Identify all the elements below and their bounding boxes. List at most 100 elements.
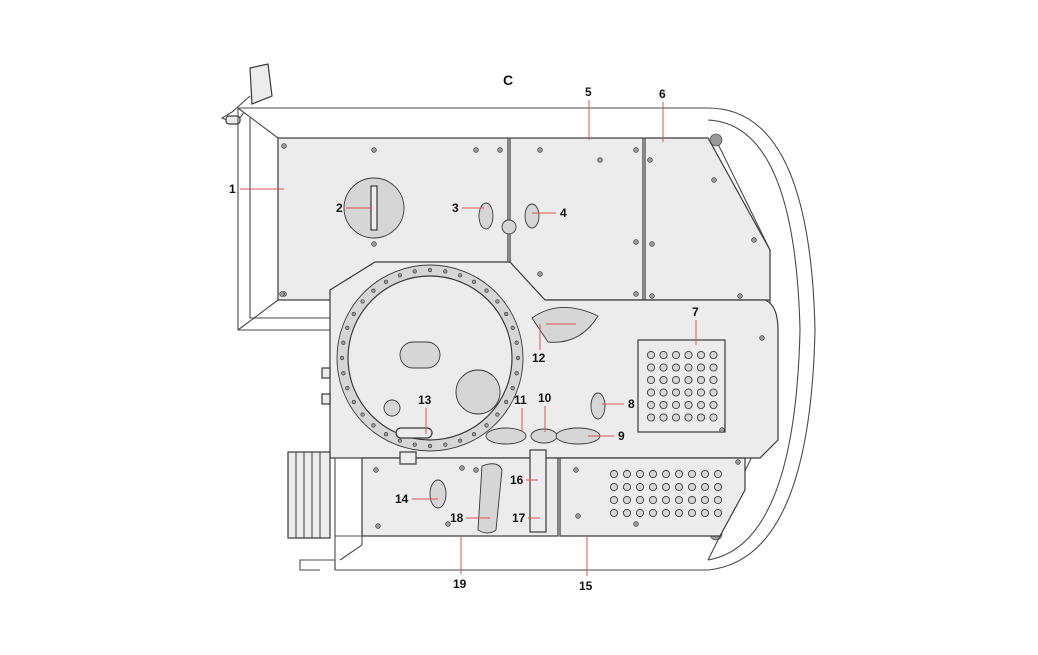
panel-bolt xyxy=(597,157,603,163)
hatch-bolt xyxy=(484,423,489,428)
hatch-bolt xyxy=(341,371,346,376)
grille-hole xyxy=(659,388,668,397)
callout-label-18: 18 xyxy=(450,511,464,525)
hatch-bolt xyxy=(383,432,389,437)
panel-bolt xyxy=(281,143,287,149)
grille-hole xyxy=(635,508,645,518)
grille-hole xyxy=(646,350,656,360)
hatch-bolt xyxy=(484,288,489,293)
grille-hole xyxy=(696,363,706,372)
callout-label-15: 15 xyxy=(579,579,593,593)
grille-hole xyxy=(609,495,619,505)
panel-bolt xyxy=(633,521,639,527)
grille-hole xyxy=(648,495,658,505)
hatch-bolt xyxy=(471,432,477,437)
grille-hole xyxy=(661,495,671,505)
grille-hole xyxy=(709,388,718,397)
hatch-bolt xyxy=(504,399,509,405)
hatch-bolt xyxy=(339,355,345,361)
panel-bolt xyxy=(737,293,743,299)
hatch-bolt xyxy=(351,399,356,405)
panel-bolt xyxy=(649,293,655,299)
callout-label-3: 3 xyxy=(452,201,459,215)
grille-hole xyxy=(648,469,658,479)
grille-hole xyxy=(635,482,645,492)
side-box xyxy=(287,367,331,539)
callout-label-13: 13 xyxy=(418,393,432,407)
hatch-bolt xyxy=(495,412,500,417)
hatch-bolt xyxy=(360,412,365,417)
grille-hole xyxy=(687,495,697,505)
callout-label-14: 14 xyxy=(395,492,409,506)
grille-hole xyxy=(674,469,684,479)
hatch-bolt xyxy=(427,267,433,273)
grille-hole xyxy=(696,350,706,360)
panel-bolt xyxy=(459,465,465,471)
callout-label-5: 5 xyxy=(585,85,592,99)
grille-hole xyxy=(671,375,681,385)
grille-hole xyxy=(687,508,697,518)
hatch-bolt xyxy=(504,311,509,317)
grille-hole xyxy=(700,469,710,479)
hatch-bolt xyxy=(510,325,515,331)
hatch-bolt xyxy=(345,325,350,331)
grille-hole xyxy=(646,375,656,385)
hatch-bolt xyxy=(514,371,519,376)
grille-hole xyxy=(709,375,718,385)
grille-hole xyxy=(622,495,632,505)
hatch-bolt xyxy=(471,279,477,284)
callout-label-4: 4 xyxy=(560,206,567,220)
grille-hole xyxy=(661,508,671,518)
grille-hole xyxy=(696,413,706,422)
hatch-bolt xyxy=(351,311,356,317)
callout-label-6: 6 xyxy=(659,87,666,101)
grille-hole xyxy=(674,482,684,492)
grille-hole xyxy=(696,388,706,397)
panel-bolt xyxy=(575,513,581,519)
panel-bolt xyxy=(711,177,717,183)
grille-hole xyxy=(659,413,668,422)
grille-hole xyxy=(609,482,619,492)
grille-hole xyxy=(661,482,671,492)
panel-bolts xyxy=(279,143,765,529)
grille-hole xyxy=(646,388,656,397)
panel-bolt xyxy=(279,291,285,297)
panel-bolt xyxy=(759,335,765,341)
panel-bolt xyxy=(375,523,381,529)
panel-bolt xyxy=(371,147,377,153)
grille-hole xyxy=(659,350,668,360)
hatch-bolt xyxy=(443,269,448,274)
grille-hole xyxy=(684,350,693,360)
panel-right-top xyxy=(644,137,771,301)
panel-bolt xyxy=(473,467,479,473)
hatch-bolt xyxy=(515,355,521,361)
grille-hole xyxy=(648,482,658,492)
panel-bolt xyxy=(473,147,479,153)
grille-hole xyxy=(684,413,693,422)
panel-bolt xyxy=(649,241,655,247)
hatch-bolt xyxy=(412,442,417,447)
grille-hole xyxy=(709,400,718,410)
panel-bolt xyxy=(647,157,653,163)
panel-bolt xyxy=(373,467,379,473)
grille-hole xyxy=(684,375,693,385)
grille-hole xyxy=(622,469,632,479)
grille-hole xyxy=(696,375,706,385)
callout-label-7: 7 xyxy=(692,305,699,319)
grille-hole xyxy=(713,508,723,518)
callout-label-17: 17 xyxy=(512,511,526,525)
grille-hole xyxy=(700,482,710,492)
grille-hole xyxy=(700,495,710,505)
grille-hole xyxy=(709,350,718,360)
grille-hole xyxy=(700,508,710,518)
grille-hole xyxy=(609,469,619,479)
grille-hole xyxy=(713,495,723,505)
grille-hole xyxy=(671,400,681,410)
grille-hole xyxy=(684,388,693,397)
callout-label-16: 16 xyxy=(510,473,524,487)
hatch-bolt xyxy=(371,288,376,293)
panel-bolt xyxy=(633,291,639,297)
grille-hole xyxy=(671,363,681,372)
